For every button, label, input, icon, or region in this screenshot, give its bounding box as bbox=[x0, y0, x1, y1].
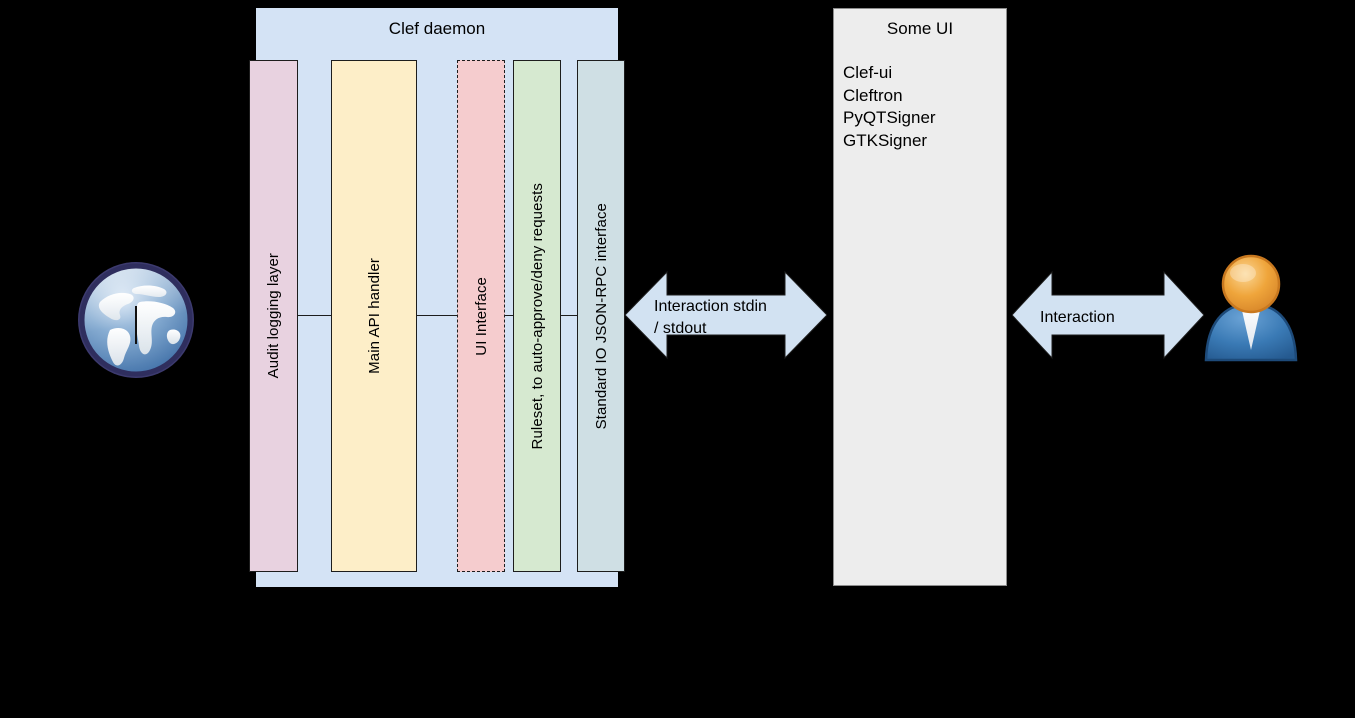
list-item: Clef-ui bbox=[843, 63, 893, 82]
component-audit-logging-layer[interactable]: Audit logging layer bbox=[249, 60, 298, 572]
arrow-label: Interaction bbox=[1040, 309, 1115, 326]
component-label: Standard IO JSON-RPC interface bbox=[592, 202, 610, 430]
list-item: Cleftron bbox=[843, 85, 903, 105]
connector-line bbox=[297, 315, 332, 316]
component-stdio-json-rpc[interactable]: Standard IO JSON-RPC interface bbox=[577, 60, 625, 572]
some-ui-panel bbox=[833, 8, 1007, 586]
component-ui-interface[interactable]: UI Interface bbox=[457, 60, 505, 572]
list-item: GTKSigner bbox=[843, 130, 928, 150]
some-ui-list: Clef-ui Cleftron PyQTSigner GTKSigner bbox=[843, 62, 936, 152]
some-ui-title: Some UI bbox=[886, 19, 954, 38]
component-label: Main API handler bbox=[365, 258, 383, 374]
connector-line bbox=[560, 315, 578, 316]
globe-icon bbox=[74, 258, 198, 382]
connector-line bbox=[504, 315, 514, 316]
clef-daemon-title: Clef daemon bbox=[388, 19, 486, 38]
component-ruleset[interactable]: Ruleset, to auto-approve/deny requests bbox=[513, 60, 561, 572]
arrow-interaction-stdio: Interaction stdin / stdout bbox=[625, 270, 827, 360]
component-label: Ruleset, to auto-approve/deny requests bbox=[528, 182, 546, 450]
user-icon bbox=[1203, 252, 1300, 364]
component-label: UI Interface bbox=[472, 276, 490, 356]
arrow-interaction-user: Interaction bbox=[1012, 270, 1204, 360]
list-item: PyQTSigner bbox=[843, 108, 936, 127]
component-label: Audit logging layer bbox=[265, 253, 282, 379]
component-main-api-handler[interactable]: Main API handler bbox=[331, 60, 417, 572]
clef-daemon-panel bbox=[256, 8, 618, 587]
connector-line bbox=[416, 315, 458, 316]
arrow-label: Interaction stdin / stdout bbox=[654, 298, 767, 337]
